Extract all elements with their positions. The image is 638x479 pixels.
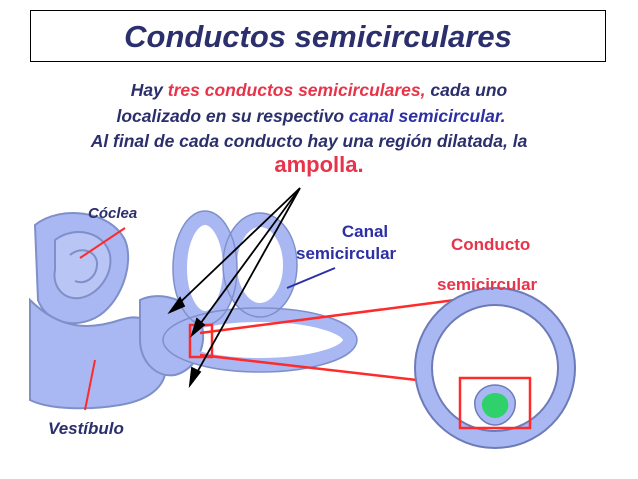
coclea-pointer <box>79 227 126 259</box>
intro-line-3: Al final de cada conducto hay una región… <box>90 131 528 151</box>
intro-text: cada uno <box>425 80 508 100</box>
intro-line-2: localizado en su respectivo canal semici… <box>0 106 630 127</box>
canal-label-line-1: Canal <box>341 222 389 241</box>
ampolla-arrows <box>167 187 301 389</box>
title-box: Conductos semicirculares <box>30 10 606 62</box>
coclea-label: Cóclea <box>88 205 138 222</box>
intro-text: localizado en su respectivo <box>116 106 349 126</box>
vestibulo-label: Vestíbulo <box>48 419 124 438</box>
conducto-label-line-2: semicircular <box>437 275 538 294</box>
canal-pointer <box>286 267 336 289</box>
intro-highlight-canal: canal semicircular. <box>348 106 506 126</box>
intro-highlight-ducts: tres conductos semicirculares, <box>167 80 426 100</box>
conducto-label-line-1: Conducto <box>451 235 531 254</box>
membranous-duct <box>481 393 509 418</box>
duct-highlight-box <box>458 376 532 430</box>
duct-cross-section <box>414 287 576 449</box>
intro-text: Hay <box>130 80 168 100</box>
slide-title: Conductos semicirculares <box>124 19 512 54</box>
vestibulo-pointer <box>84 359 96 411</box>
intro-line-1: Hay tres conductos semicirculares, cada … <box>0 80 638 101</box>
ampolla-label: ampolla. <box>274 152 364 177</box>
canal-label-line-2: semicircular <box>296 244 397 263</box>
